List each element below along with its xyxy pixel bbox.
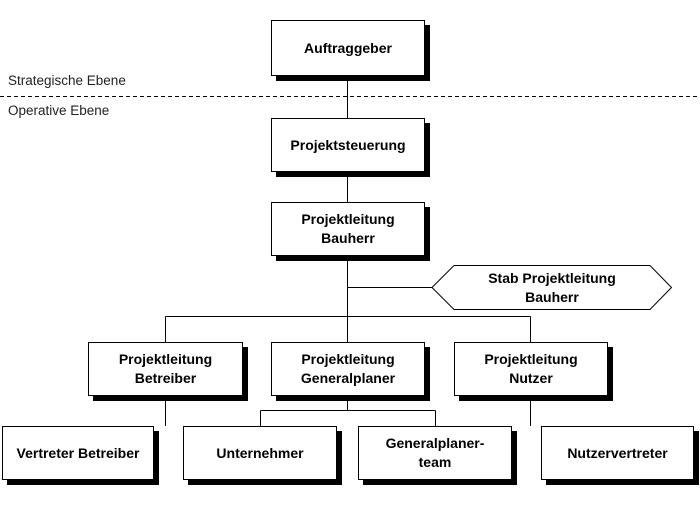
- node-projektleitung-bauherr[interactable]: Projektleitung Bauherr: [271, 202, 425, 256]
- node-nutzervertreter-label: Nutzervertreter: [567, 444, 668, 461]
- node-projektleitung-betreiber-label: Projektleitung Betreiber: [118, 351, 213, 386]
- node-auftraggeber[interactable]: Auftraggeber: [271, 20, 425, 76]
- node-projektsteuerung[interactable]: Projektsteuerung: [271, 118, 425, 172]
- node-vertreter-betreiber-label: Vertreter Betreiber: [16, 444, 140, 461]
- hexagon-shape: [431, 265, 673, 310]
- node-generalplaner-team-label: Generalplaner- team: [385, 435, 485, 470]
- node-projektleitung-bauherr-label: Projektleitung Bauherr: [301, 211, 395, 246]
- node-generalplaner-team[interactable]: Generalplaner- team: [358, 426, 512, 480]
- node-vertreter-betreiber[interactable]: Vertreter Betreiber: [2, 426, 154, 480]
- node-projektleitung-nutzer-label: Projektleitung Nutzer: [484, 351, 578, 386]
- operative-level-label: Operative Ebene: [8, 103, 110, 118]
- node-auftraggeber-label: Auftraggeber: [304, 39, 392, 56]
- node-nutzervertreter[interactable]: Nutzervertreter: [541, 426, 694, 480]
- node-projektsteuerung-label: Projektsteuerung: [290, 136, 406, 153]
- node-projektleitung-betreiber[interactable]: Projektleitung Betreiber: [88, 342, 243, 396]
- node-stab-projektleitung-bauherr[interactable]: Stab Projektleitung Bauherr: [431, 265, 673, 310]
- node-projektleitung-generalplaner-label: Projektleitung Generalplaner: [300, 351, 396, 386]
- node-unternehmer[interactable]: Unternehmer: [183, 426, 337, 480]
- strategic-level-label: Strategische Ebene: [8, 73, 126, 88]
- node-stab-projektleitung-bauherr-label: Stab Projektleitung Bauherr: [488, 269, 616, 305]
- node-projektleitung-nutzer[interactable]: Projektleitung Nutzer: [454, 342, 608, 396]
- node-unternehmer-label: Unternehmer: [216, 444, 304, 461]
- node-projektleitung-generalplaner[interactable]: Projektleitung Generalplaner: [271, 342, 425, 396]
